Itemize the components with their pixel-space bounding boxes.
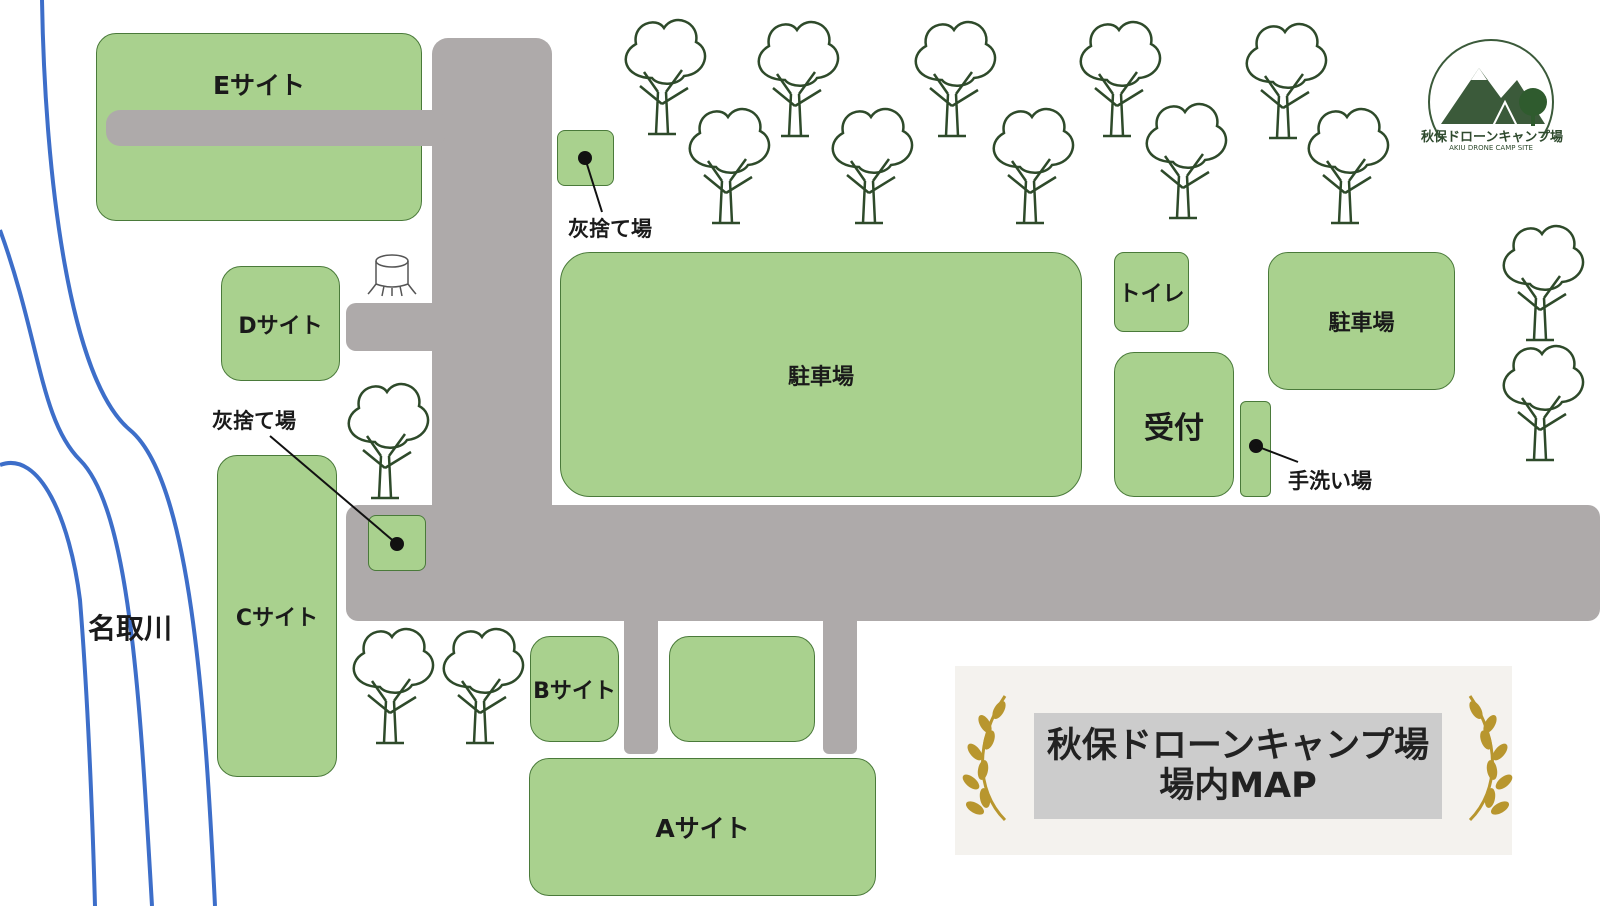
river	[0, 0, 217, 906]
site-a-label: Aサイト	[655, 814, 750, 843]
map-title-line2: 場内MAP	[1159, 766, 1317, 806]
site-a[interactable]: Aサイト	[529, 758, 876, 896]
laurel-right-icon	[1468, 695, 1513, 822]
site-d[interactable]: Dサイト	[221, 266, 340, 381]
logo-sub: AKIU DRONE CAMP SITE	[1449, 144, 1533, 152]
tree-stump-icon	[367, 254, 417, 297]
laurel-left-icon	[962, 695, 1007, 822]
ash-disposal-box-left[interactable]	[368, 515, 426, 571]
road-south-branch-2	[823, 600, 857, 754]
reception-label: 受付	[1144, 410, 1204, 446]
road-south-branch-1	[624, 600, 658, 754]
site-c[interactable]: Cサイト	[217, 455, 337, 777]
map-title-line1: 秋保ドローンキャンプ場	[1046, 726, 1430, 766]
road-main-horizontal	[346, 505, 1600, 621]
site-e-label: Eサイト	[212, 71, 306, 100]
river-label: 名取川	[88, 612, 173, 645]
logo-name: 秋保ドローンキャンプ場	[1421, 130, 1563, 145]
parking-main[interactable]: 駐車場	[560, 252, 1082, 497]
logo-emblem-icon	[1428, 39, 1554, 165]
toilet-label: トイレ	[1118, 282, 1185, 307]
parking-side[interactable]: 駐車場	[1268, 252, 1455, 390]
site-unlabeled[interactable]	[669, 636, 815, 742]
site-d-label: Dサイト	[238, 313, 323, 339]
parking-main-label: 駐車場	[787, 364, 854, 390]
reception[interactable]: 受付	[1114, 352, 1234, 497]
camp-logo: 秋保ドローンキャンプ場 AKIU DRONE CAMP SITE	[1421, 38, 1563, 165]
title-plate: 秋保ドローンキャンプ場 場内MAP	[1034, 713, 1442, 819]
washroom-label: 手洗い場	[1288, 469, 1372, 493]
site-c-label: Cサイト	[235, 606, 319, 631]
site-b[interactable]: Bサイト	[530, 636, 619, 742]
site-b-label: Bサイト	[533, 679, 616, 704]
road-d-branch	[346, 303, 446, 351]
toilet[interactable]: トイレ	[1114, 252, 1189, 332]
ash-disposal-label-left: 灰捨て場	[212, 409, 296, 433]
parking-side-label: 駐車場	[1328, 311, 1395, 336]
road-e-overlay	[106, 110, 446, 146]
ash-disposal-label-top: 灰捨て場	[568, 217, 652, 241]
